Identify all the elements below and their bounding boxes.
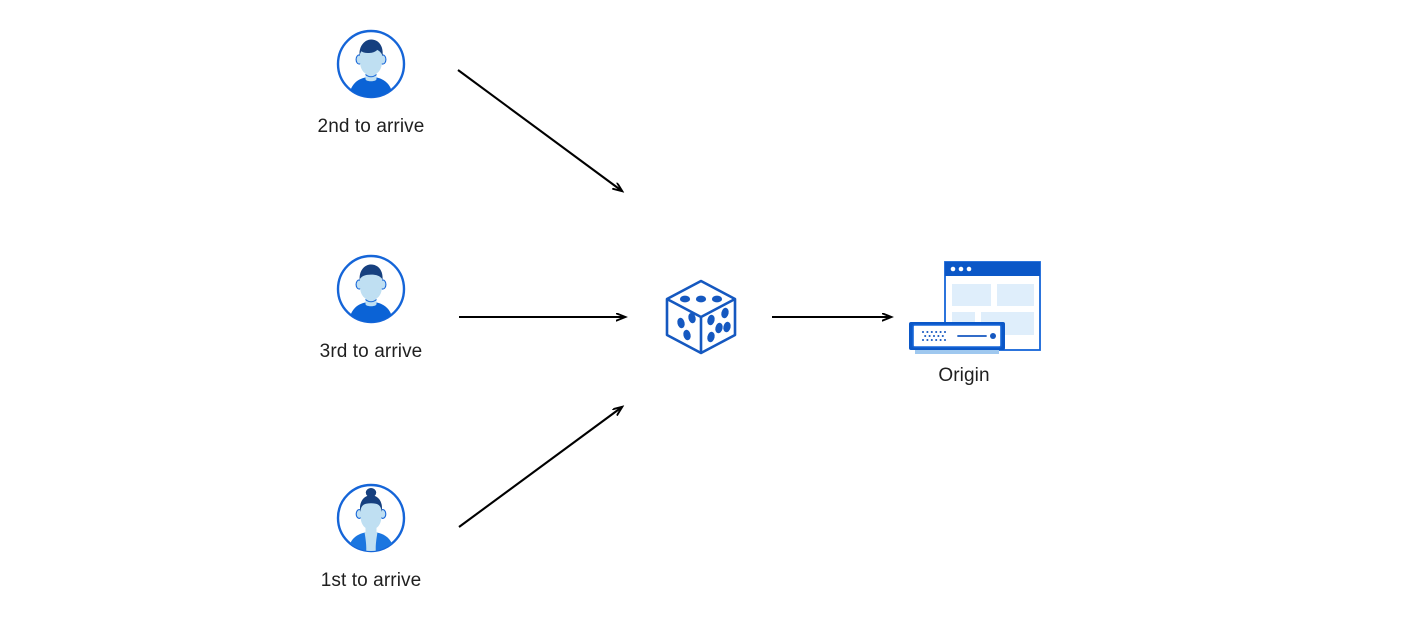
user-avatar-male-icon xyxy=(335,253,407,325)
node-origin[interactable]: Origin xyxy=(894,258,1041,388)
server-device-icon xyxy=(909,322,1005,354)
node-client-bottom[interactable]: 1st to arrive xyxy=(271,482,471,593)
node-client-top-label: 2nd to arrive xyxy=(317,116,425,137)
user-avatar-female-icon xyxy=(335,482,407,554)
node-origin-label: Origin xyxy=(938,365,990,386)
arrow-client-top-to-dice xyxy=(457,69,622,191)
server-browser-icon xyxy=(904,258,1041,354)
arrow-client-bottom-to-dice xyxy=(458,407,622,528)
node-client-bottom-label: 1st to arrive xyxy=(320,570,422,591)
user-avatar-male-icon xyxy=(335,28,407,100)
node-client-middle[interactable]: 3rd to arrive xyxy=(271,253,471,364)
dice-icon xyxy=(659,275,743,359)
node-client-middle-label: 3rd to arrive xyxy=(319,341,423,362)
node-client-top[interactable]: 2nd to arrive xyxy=(271,28,471,139)
node-randomizer[interactable] xyxy=(659,275,743,359)
